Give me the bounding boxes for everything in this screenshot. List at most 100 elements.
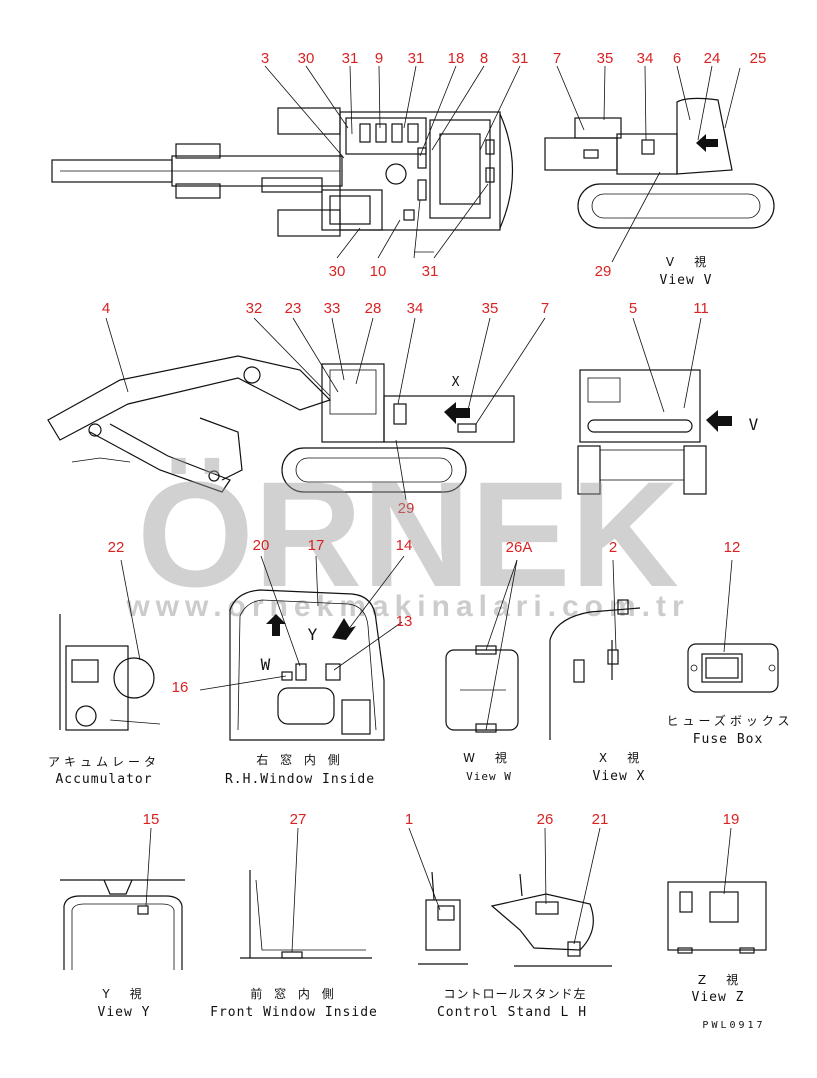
- callout-24: 24: [704, 50, 721, 67]
- leader-27: [291, 827, 299, 953]
- fuse-box-caption-en: Fuse Box: [693, 732, 764, 747]
- callout-11: 11: [693, 300, 709, 317]
- callout-27: 27: [290, 811, 307, 828]
- callout-22: 22: [108, 539, 125, 556]
- accumulator-caption-jp: アキュムレータ: [48, 755, 160, 769]
- watermark-url: www.ornekmakinalari.com.tr: [125, 590, 689, 623]
- leader-22: [120, 559, 141, 661]
- callout-34: 34: [407, 300, 424, 317]
- view-z-caption-en: View Z: [692, 990, 745, 1005]
- leader-26a-b: [485, 559, 518, 731]
- callout-9: 9: [375, 50, 383, 67]
- callout-31: 31: [512, 50, 529, 67]
- callout-17: 17: [308, 537, 325, 554]
- callout-33: 33: [324, 300, 341, 317]
- callout-23: 23: [285, 300, 302, 317]
- view-v-caption-en: View V: [660, 273, 713, 288]
- callout-8: 8: [480, 50, 488, 67]
- callout-20: 20: [253, 537, 270, 554]
- rh-window-leaders: [199, 555, 405, 691]
- callout-12: 12: [724, 539, 741, 556]
- callout-7: 7: [541, 300, 549, 317]
- top-view-leaders: [264, 65, 521, 259]
- front-window-caption-jp: 前 窓 内 側: [250, 986, 337, 1001]
- view-z-drawing: [667, 881, 767, 954]
- drawing-code: PWL0917: [702, 1020, 765, 1031]
- callout-14: 14: [396, 537, 413, 554]
- view-w-caption-jp: W 視: [463, 750, 511, 765]
- callout-4: 4: [102, 300, 110, 317]
- view-y-caption-jp: Y 視: [101, 986, 145, 1001]
- top-view-callouts: 3 30 31 9 31 18 8 31 30 10 31: [261, 50, 529, 280]
- view-y-caption-en: View Y: [98, 1005, 151, 1020]
- accumulator-caption-en: Accumulator: [55, 772, 152, 787]
- view-z-caption-jp: Z 視: [698, 972, 742, 987]
- control-stand-left-drawing: [418, 871, 612, 967]
- callout-7: 7: [553, 50, 561, 67]
- top-view-drawing: [51, 107, 513, 237]
- callout-26: 26: [537, 811, 554, 828]
- callout-10: 10: [370, 263, 387, 280]
- view-v-drawing: [544, 97, 775, 229]
- callout-5: 5: [629, 300, 637, 317]
- view-v-callouts: 7 35 34 6 24 25 29: [553, 50, 767, 280]
- callout-29: 29: [398, 500, 415, 517]
- callout-18: 18: [448, 50, 465, 67]
- callout-28: 28: [365, 300, 382, 317]
- side-view-x-label: X: [452, 375, 461, 390]
- view-w-drawing: [445, 645, 519, 733]
- callout-16: 16: [172, 679, 189, 696]
- rh-window-w-label: W: [261, 655, 272, 674]
- view-v-leaders: [556, 65, 741, 263]
- side-view-leaders: [105, 317, 546, 501]
- control-stand-leaders: [408, 827, 601, 945]
- callout-31: 31: [422, 263, 439, 280]
- side-view-drawing: [47, 355, 515, 493]
- view-v-caption-jp: V 視: [666, 254, 710, 269]
- view-x-drawing: [549, 599, 641, 740]
- rh-window-caption-jp: 右 窓 内 側: [256, 752, 343, 767]
- rear-view-drawing: [577, 369, 732, 495]
- callout-13: 13: [396, 613, 413, 630]
- callout-19: 19: [723, 811, 740, 828]
- rh-window-y-label: Y: [308, 625, 319, 644]
- leader-12: [723, 559, 733, 653]
- view-x-caption-jp: X 視: [599, 750, 643, 765]
- callout-26a: 26A: [506, 539, 533, 556]
- watermark-brand: ÖRNEK: [137, 450, 679, 618]
- control-stand-caption-en: Control Stand L H: [437, 1005, 587, 1020]
- view-w-caption-en: View W: [466, 770, 512, 783]
- leader-26a: [485, 559, 518, 651]
- callout-31: 31: [408, 50, 425, 67]
- side-view-callouts: 4 32 23 33 28 34 35 7 29: [102, 300, 549, 517]
- callout-6: 6: [673, 50, 681, 67]
- callout-35: 35: [482, 300, 499, 317]
- fuse-box-caption-jp: ヒューズボックス: [666, 713, 793, 728]
- callout-15: 15: [143, 811, 160, 828]
- fuse-box-drawing: [687, 643, 779, 693]
- rh-window-caption-en: R.H.Window Inside: [225, 772, 375, 787]
- callout-29: 29: [595, 263, 612, 280]
- callout-30: 30: [298, 50, 315, 67]
- view-y-drawing: [60, 879, 185, 970]
- front-window-drawing: [240, 870, 372, 959]
- leader-15: [145, 827, 152, 907]
- callout-31: 31: [342, 50, 359, 67]
- callout-32: 32: [246, 300, 263, 317]
- front-window-caption-en: Front Window Inside: [210, 1005, 378, 1020]
- callout-35: 35: [597, 50, 614, 67]
- accumulator-drawing: [59, 614, 161, 731]
- callout-25: 25: [750, 50, 767, 67]
- control-stand-caption-jp: コントロールスタンド左: [443, 986, 586, 1001]
- callout-2: 2: [609, 539, 617, 556]
- callout-30: 30: [329, 263, 346, 280]
- callout-1: 1: [405, 811, 413, 828]
- rh-window-drawing: [229, 589, 385, 741]
- callout-3: 3: [261, 50, 269, 67]
- rear-view-leaders: [632, 317, 702, 413]
- callout-21: 21: [592, 811, 609, 828]
- callout-34: 34: [637, 50, 654, 67]
- leader-2: [612, 559, 617, 651]
- rear-arrow-v-label: V: [749, 415, 760, 434]
